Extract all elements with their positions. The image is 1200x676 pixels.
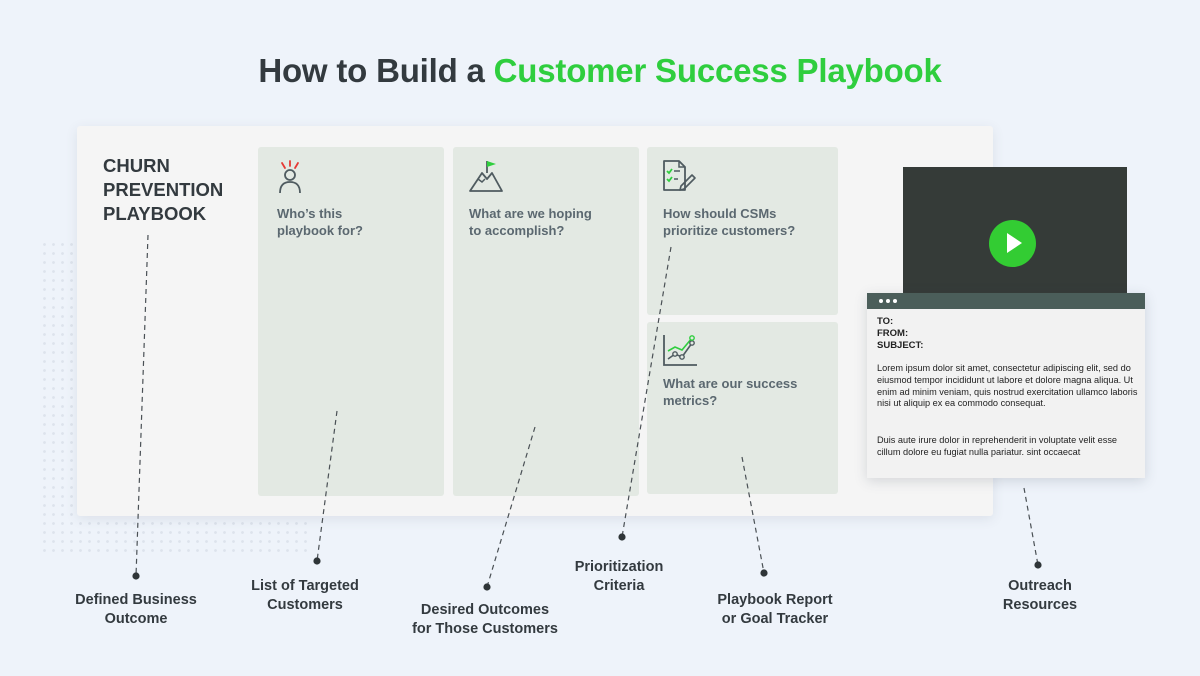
window-dot-icon (893, 299, 897, 303)
connector-line (1023, 487, 1039, 566)
email-subject-label: SUBJECT: (877, 340, 924, 351)
alert-person-icon (279, 160, 301, 194)
play-icon[interactable] (989, 220, 1036, 267)
checklist-document-icon (663, 160, 696, 191)
card-question-line: How should CSMs (663, 206, 777, 221)
label-prioritization-criteria: Prioritization Criteria (549, 558, 689, 596)
playbook-heading-line: CHURN (103, 155, 170, 176)
card-question-line: What are our success (663, 376, 798, 391)
trend-chart-icon (663, 335, 697, 366)
card-question-line: Who’s this (277, 206, 343, 221)
email-body-paragraph: Lorem ipsum dolor sit amet, consectetur … (877, 363, 1138, 409)
label-line: Criteria (593, 578, 645, 594)
connector-line (486, 426, 536, 588)
connector-dot (313, 557, 321, 565)
card-question-line: metrics? (663, 393, 718, 408)
connector-dot (760, 569, 768, 577)
label-line: or Goal Tracker (721, 611, 829, 627)
window-dot-icon (879, 299, 883, 303)
label-line: Outreach (1008, 578, 1072, 594)
email-window: TO: FROM: SUBJECT: Lorem ipsum dolor sit… (867, 293, 1145, 478)
page-title: How to Build a Customer Success Playbook (0, 52, 1200, 90)
email-from-label: FROM: (877, 328, 909, 339)
label-outreach-resources: Outreach Resources (975, 577, 1105, 615)
title-accent: Customer Success Playbook (493, 52, 942, 89)
connector-dot (132, 572, 140, 580)
playbook-heading-line: PLAYBOOK (103, 203, 207, 224)
card-prioritization: How should CSMs prioritize customers? (647, 147, 838, 315)
label-targeted-customers: List of Targeted Customers (225, 577, 385, 615)
mountain-flag-icon (469, 161, 503, 192)
playbook-heading-line: PREVENTION (103, 179, 224, 200)
card-success-metrics: What are our success metrics? (647, 322, 838, 494)
connector-dot (1034, 561, 1042, 569)
card-question-line: to accomplish? (469, 223, 565, 238)
window-dot-icon (886, 299, 890, 303)
card-question-line: playbook for? (277, 223, 363, 238)
video-panel (903, 167, 1127, 295)
label-line: List of Targeted (251, 578, 359, 594)
email-header-fields: TO: FROM: SUBJECT: (877, 316, 923, 352)
connector-line (621, 246, 672, 538)
card-question-line: What are we hoping (469, 206, 592, 221)
card-question-line: prioritize customers? (663, 223, 796, 238)
label-line: Prioritization (574, 559, 664, 575)
card-desired-outcomes: What are we hoping to accomplish? (453, 147, 639, 496)
connector-line (741, 456, 765, 574)
connector-line (135, 234, 149, 577)
label-line: Defined Business (75, 592, 197, 608)
label-line: Desired Outcomes (420, 602, 550, 618)
title-prefix: How to Build a (258, 52, 485, 89)
label-line: Customers (267, 597, 343, 613)
connector-dot (618, 533, 626, 541)
connector-dot (483, 583, 491, 591)
email-to-label: TO: (877, 316, 894, 327)
connector-line (316, 410, 338, 562)
label-line: for Those Customers (412, 621, 558, 637)
label-desired-outcomes: Desired Outcomes for Those Customers (395, 601, 575, 639)
email-title-bar (867, 293, 1145, 309)
email-body-paragraph: Duis aute irure dolor in reprehenderit i… (877, 435, 1118, 457)
label-line: Resources (1002, 597, 1078, 613)
playbook-heading: CHURN PREVENTION PLAYBOOK (103, 154, 253, 226)
label-playbook-report: Playbook Report or Goal Tracker (695, 591, 855, 629)
label-line: Outcome (104, 611, 168, 627)
label-line: Playbook Report (717, 592, 833, 608)
card-target-audience: Who’s this playbook for? (258, 147, 444, 496)
label-defined-business-outcome: Defined Business Outcome (56, 591, 216, 629)
